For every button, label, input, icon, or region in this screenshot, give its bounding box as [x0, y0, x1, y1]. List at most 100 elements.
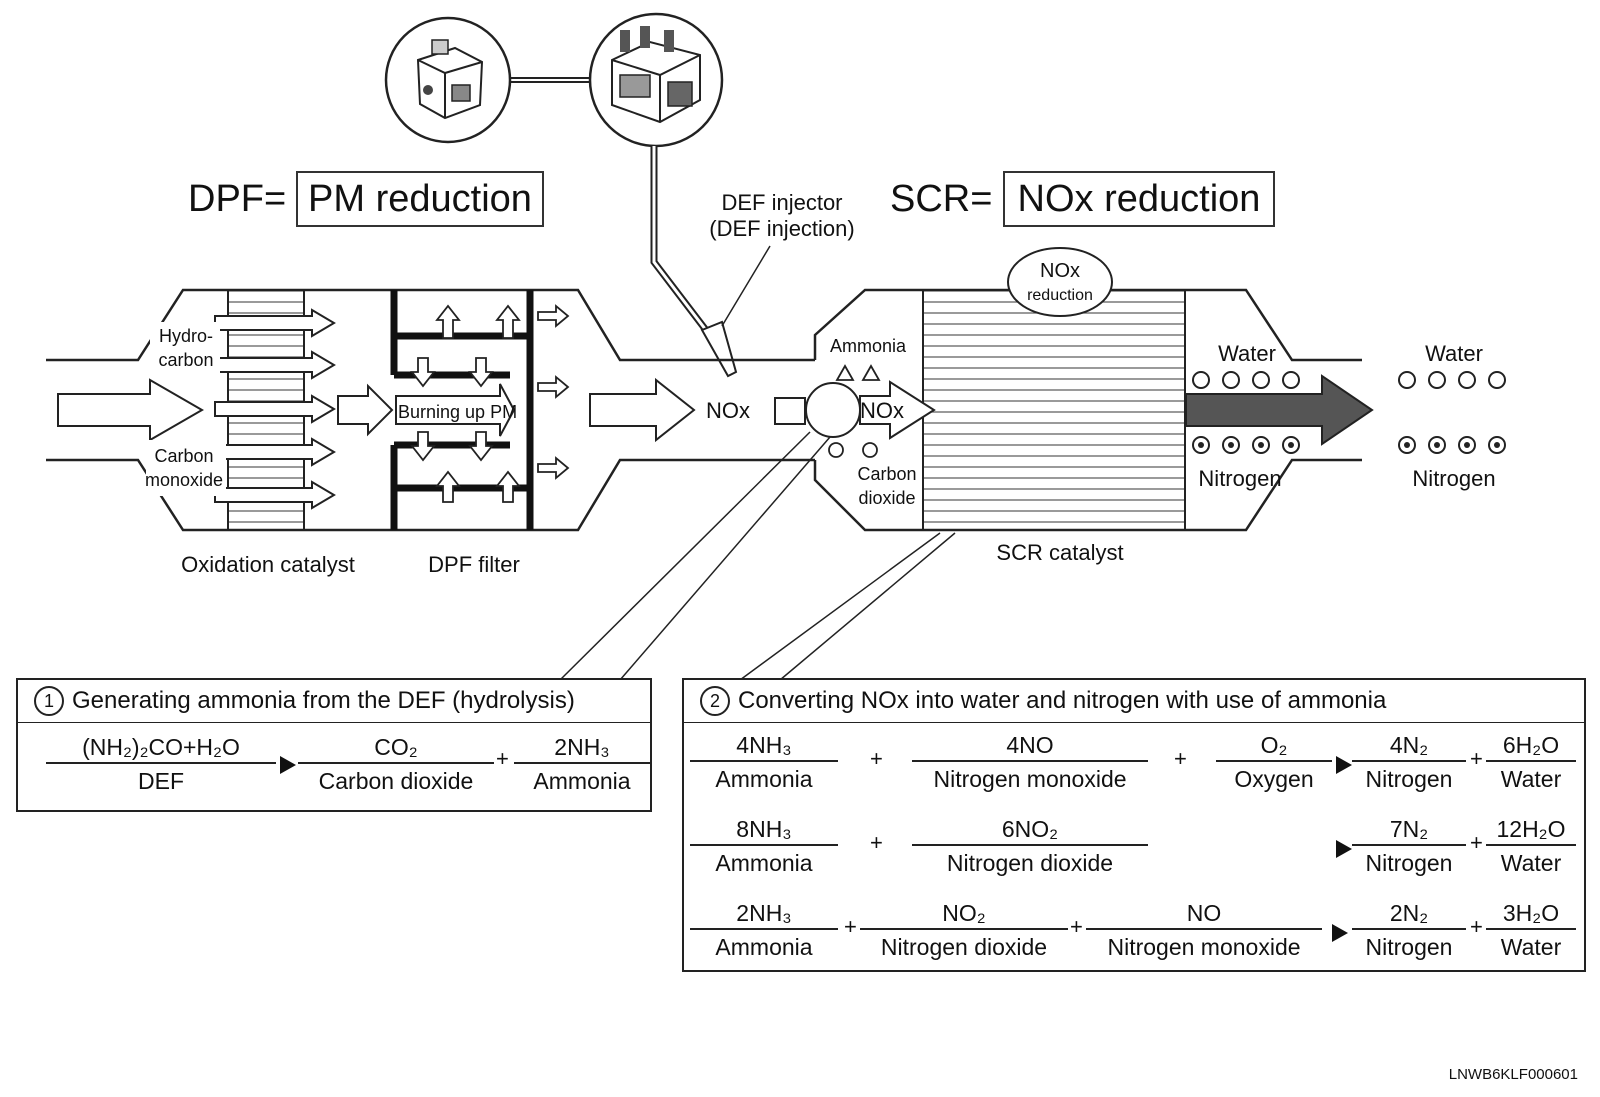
- ammonia-term: 2NH₃ Ammonia: [514, 732, 650, 798]
- name: Nitrogen: [1365, 766, 1453, 792]
- dpf-heading-prefix: DPF=: [188, 178, 286, 220]
- formula: 2N₂: [1352, 898, 1466, 930]
- plus-sign: +: [1470, 746, 1483, 771]
- nox-conversion-title-text: Converting NOx into water and nitrogen w…: [738, 687, 1387, 714]
- plus-sign: +: [844, 914, 857, 939]
- name: Nitrogen monoxide: [1107, 934, 1301, 960]
- formula: 4NH₃: [690, 730, 838, 762]
- def-injector-leader: [721, 245, 771, 327]
- nitrogen-circle-icons-inside: [1192, 436, 1300, 454]
- formula: 6H₂O: [1486, 730, 1576, 762]
- name: Ammonia: [715, 934, 813, 960]
- dpf-heading-box: [296, 171, 544, 227]
- plus-sign: +: [1070, 914, 1083, 939]
- burning-up-pm-label: Burning up PM: [398, 402, 517, 422]
- carbon-dioxide-circle-icons: [828, 442, 878, 458]
- formula: 8NH₃: [690, 814, 838, 846]
- name: Nitrogen: [1365, 850, 1453, 876]
- nitrogen-label-outside: Nitrogen: [1412, 466, 1495, 491]
- name: Nitrogen monoxide: [933, 766, 1127, 792]
- burning-up-pm-arrow: [395, 383, 516, 437]
- oxidation-catalyst-label: Oxidation catalyst: [181, 552, 355, 577]
- image-code: LNWB6KLF000601: [1448, 1066, 1578, 1083]
- hydrolysis-reaction-box: 1 Generating ammonia from the DEF (hydro…: [16, 678, 652, 812]
- nox-conversion-reaction-box: 2 Converting NOx into water and nitrogen…: [682, 678, 1586, 972]
- formula: O₂: [1216, 730, 1332, 762]
- formula: NO: [1086, 898, 1322, 930]
- name: Nitrogen: [1365, 934, 1453, 960]
- scr-heading-box: [1003, 171, 1275, 227]
- name: Nitrogen dioxide: [880, 934, 1048, 960]
- formula: 6NO₂: [912, 814, 1148, 846]
- def-name: DEF: [138, 768, 184, 794]
- nh3-formula: 2NH₃: [514, 732, 650, 764]
- row3-ammonia-term: 2NH₃ Ammonia: [690, 898, 838, 964]
- reaction-arrow-icon: [1336, 756, 1352, 774]
- nox-scr-flow-arrow: [859, 380, 936, 440]
- formula: 2NH₃: [690, 898, 838, 930]
- nox-conversion-box-title: 2 Converting NOx into water and nitrogen…: [684, 680, 1584, 723]
- step-number-2: 2: [700, 686, 730, 716]
- carbon-dioxide-term: CO₂ Carbon dioxide: [298, 732, 494, 798]
- hydrocarbon-label-line2: carbon: [158, 350, 213, 370]
- formula: 3H₂O: [1486, 898, 1576, 930]
- nitrogen-circle-icons-outside: [1398, 436, 1506, 454]
- nh3-name: Ammonia: [533, 768, 631, 794]
- plus-sign: +: [1174, 746, 1187, 771]
- formula: 4N₂: [1352, 730, 1466, 762]
- water-label-outside: Water: [1425, 341, 1483, 366]
- dpf-outlet-flow-arrow: [589, 377, 696, 443]
- row2-water-term: 12H₂O Water: [1486, 814, 1576, 880]
- reaction-arrow-icon: [280, 756, 296, 774]
- name: Water: [1500, 934, 1562, 960]
- hydrolysis-box-title: 1 Generating ammonia from the DEF (hydro…: [18, 680, 650, 723]
- def-term: (NH₂)₂CO+H₂O DEF: [46, 732, 276, 798]
- carbon-monoxide-label-line2: monoxide: [145, 470, 223, 490]
- reaction-arrow-icon: [1336, 840, 1352, 858]
- formula: NO₂: [860, 898, 1068, 930]
- row3-nitrogen-dioxide-term: NO₂ Nitrogen dioxide: [860, 898, 1068, 964]
- nitrogen-label-inside: Nitrogen: [1198, 466, 1281, 491]
- def-tank-icon: [384, 16, 512, 144]
- row1-oxygen-term: O₂ Oxygen: [1216, 730, 1332, 796]
- nox-reduction-label-line2: reduction: [1027, 287, 1093, 304]
- scr-catalyst-element: [922, 289, 1186, 531]
- reaction-arrow-icon: [1332, 924, 1348, 942]
- water-label-inside: Water: [1218, 341, 1276, 366]
- oxidation-flow-arrows: [214, 308, 336, 510]
- formula: 7N₂: [1352, 814, 1466, 846]
- formula: 12H₂O: [1486, 814, 1576, 846]
- row1-water-term: 6H₂O Water: [1486, 730, 1576, 796]
- callout-leader-lines: [559, 431, 956, 681]
- co2-formula: CO₂: [298, 732, 494, 764]
- carbon-dioxide-label-line1: Carbon: [857, 464, 916, 484]
- row1-ammonia-term: 4NH₃ Ammonia: [690, 730, 838, 796]
- def-supply-tube: [650, 146, 715, 341]
- scr-heading-boxed-text: NOx reduction: [1018, 178, 1261, 220]
- scr-catalyst-label: SCR catalyst: [996, 540, 1123, 565]
- dpf-wall-flow-arrows: [410, 304, 570, 503]
- dpf-canister: [46, 288, 815, 532]
- name: Nitrogen dioxide: [946, 850, 1114, 876]
- water-circle-icons-outside: [1398, 371, 1506, 389]
- nox-label-before-injector: NOx: [706, 398, 750, 423]
- scr-heading-prefix: SCR=: [890, 178, 992, 220]
- co2-name: Carbon dioxide: [318, 768, 474, 794]
- dpf-heading-boxed-text: PM reduction: [308, 178, 532, 220]
- row3-nitrogen-monoxide-term: NO Nitrogen monoxide: [1086, 898, 1322, 964]
- plus-sign: +: [870, 746, 883, 771]
- row3-nitrogen-term: 2N₂ Nitrogen: [1352, 898, 1466, 964]
- name: Water: [1500, 850, 1562, 876]
- hydrocarbon-label-line1: Hydro-: [159, 326, 213, 346]
- ammonia-label: Ammonia: [830, 336, 907, 356]
- def-injector-nozzle: [700, 320, 738, 378]
- dpf-filter-label: DPF filter: [428, 552, 520, 577]
- plus-sign: +: [870, 830, 883, 855]
- row2-nitrogen-term: 7N₂ Nitrogen: [1352, 814, 1466, 880]
- hydrolysis-droplet: [805, 382, 861, 438]
- name: Ammonia: [715, 766, 813, 792]
- name: Oxygen: [1234, 766, 1314, 792]
- hydrolysis-title-text: Generating ammonia from the DEF (hydroly…: [72, 687, 575, 714]
- def-supply-module-icon: [588, 12, 724, 148]
